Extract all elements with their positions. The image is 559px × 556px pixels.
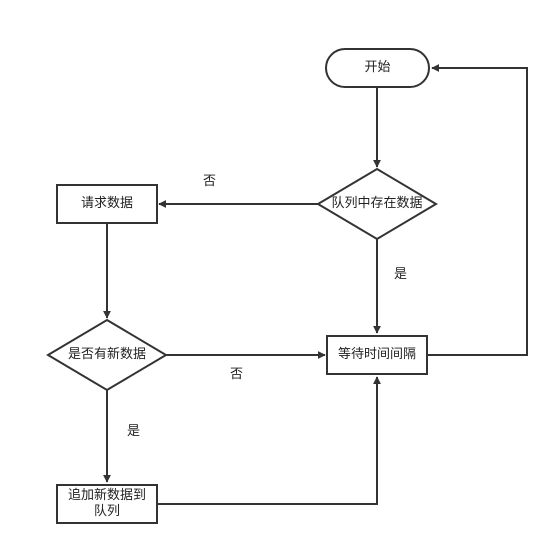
request-data-node: 请求数据: [56, 184, 158, 224]
edge-append-to-wait: [158, 376, 381, 505]
append-to-queue-label: 追加新数据到队列: [67, 488, 146, 519]
edge-label-new-data-yes: 是: [127, 424, 141, 439]
wait-interval-label: 等待时间间隔: [337, 347, 416, 362]
request-data-label: 请求数据: [80, 196, 133, 211]
edge-label-queue-no: 否: [203, 174, 217, 189]
start-node: 开始: [325, 48, 430, 88]
decision-has-new-data-label: 是否有新数据: [67, 347, 146, 362]
edge-label-queue-yes: 是: [394, 267, 408, 282]
decision-has-new-data: 是否有新数据: [48, 320, 166, 390]
edge-wait-loop-to-start: [428, 64, 528, 356]
append-to-queue-node: 追加新数据到队列: [56, 484, 158, 524]
wait-interval-node: 等待时间间隔: [326, 335, 428, 375]
decision-queue-has-data: 队列中存在数据: [318, 169, 436, 239]
edge-label-new-data-no: 否: [230, 367, 244, 382]
decision-queue-has-data-label: 队列中存在数据: [331, 196, 423, 211]
start-node-label: 开始: [364, 60, 391, 75]
